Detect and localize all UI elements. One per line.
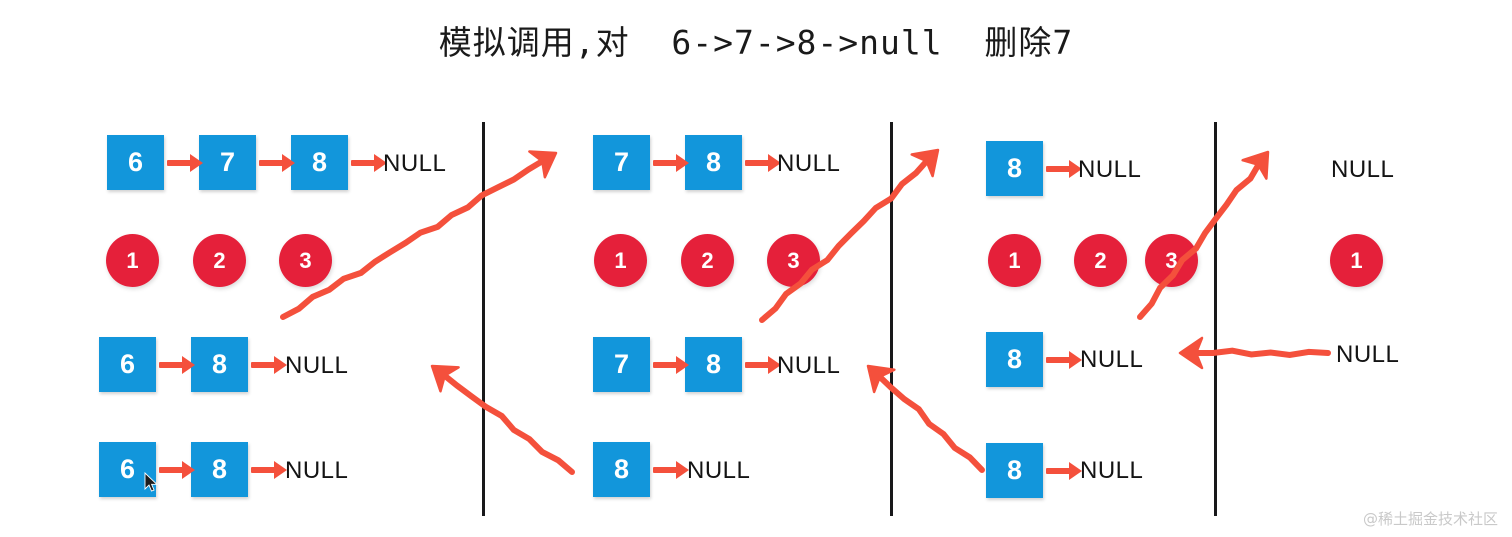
step-circle: 3 — [1145, 234, 1198, 287]
link-arrow — [351, 154, 387, 172]
null-label: NULL — [777, 352, 841, 379]
annotation-arrow-2 — [430, 364, 575, 475]
step-circle: 3 — [279, 234, 332, 287]
link-arrow-shaft — [167, 160, 192, 166]
link-arrow-shaft — [745, 362, 770, 368]
divider-1 — [482, 122, 485, 516]
step-circle: 2 — [1074, 234, 1127, 287]
null-label: NULL — [687, 457, 751, 484]
annotation-arrow-5 — [1137, 150, 1270, 320]
link-arrow-shaft — [159, 362, 184, 368]
node-box: 8 — [685, 337, 742, 392]
link-arrow — [251, 461, 287, 479]
node-box: 8 — [986, 332, 1043, 387]
link-arrow — [745, 154, 781, 172]
null-label: NULL — [383, 150, 447, 177]
null-label: NULL — [1080, 346, 1144, 373]
page-title: 模拟调用,对 6->7->8->null 删除7 — [438, 23, 1074, 62]
link-arrow-shaft — [653, 362, 678, 368]
node-box: 8 — [291, 135, 348, 190]
link-arrow — [259, 154, 295, 172]
null-label: NULL — [1331, 156, 1395, 183]
annotation-arrow-head — [430, 364, 460, 393]
node-box: 7 — [593, 135, 650, 190]
null-label: NULL — [1078, 156, 1142, 183]
link-arrow — [653, 461, 689, 479]
node-box: 8 — [986, 141, 1043, 196]
node-box: 8 — [191, 442, 248, 497]
node-box: 7 — [199, 135, 256, 190]
link-arrow-shaft — [159, 467, 184, 473]
link-arrow-shaft — [653, 467, 678, 473]
link-arrow — [1046, 351, 1082, 369]
null-label: NULL — [1080, 457, 1144, 484]
link-arrow-shaft — [745, 160, 770, 166]
link-arrow-shaft — [653, 160, 678, 166]
step-circle: 1 — [1330, 234, 1383, 287]
link-arrow-shaft — [1046, 357, 1071, 363]
node-box: 6 — [99, 337, 156, 392]
link-arrow-shaft — [251, 467, 276, 473]
null-label: NULL — [1336, 341, 1400, 368]
step-circle: 2 — [681, 234, 734, 287]
link-arrow — [159, 356, 195, 374]
annotation-arrow-6 — [1178, 336, 1331, 370]
annotation-arrow-4 — [866, 364, 985, 473]
watermark: @稀土掘金技术社区 — [1362, 510, 1498, 528]
node-box: 7 — [593, 337, 650, 392]
step-circle: 1 — [106, 234, 159, 287]
annotation-arrow-head — [528, 150, 558, 179]
annotation-arrow-shaft — [440, 371, 575, 475]
link-arrow-shaft — [1046, 166, 1071, 172]
link-arrow — [1046, 462, 1082, 480]
node-box: 8 — [986, 443, 1043, 498]
step-circle: 3 — [767, 234, 820, 287]
null-label: NULL — [285, 352, 349, 379]
annotation-arrow-head — [1241, 150, 1270, 180]
link-arrow — [251, 356, 287, 374]
node-box: 6 — [107, 135, 164, 190]
annotation-arrow-shaft — [875, 372, 985, 473]
null-label: NULL — [285, 457, 349, 484]
null-label: NULL — [777, 150, 841, 177]
step-circle: 2 — [193, 234, 246, 287]
link-arrow — [653, 356, 689, 374]
step-circle: 1 — [988, 234, 1041, 287]
divider-3 — [1214, 122, 1217, 516]
link-arrow — [167, 154, 203, 172]
link-arrow-shaft — [259, 160, 284, 166]
divider-2 — [890, 122, 893, 516]
step-circle: 1 — [594, 234, 647, 287]
link-arrow — [159, 461, 195, 479]
node-box: 8 — [191, 337, 248, 392]
link-arrow-shaft — [251, 362, 276, 368]
link-arrow — [1046, 160, 1082, 178]
link-arrow — [745, 356, 781, 374]
link-arrow-shaft — [351, 160, 376, 166]
annotation-arrow-head — [910, 148, 940, 178]
link-arrow — [653, 154, 689, 172]
link-arrow-shaft — [1046, 468, 1071, 474]
annotation-arrow-head — [1178, 336, 1204, 370]
node-box: 8 — [685, 135, 742, 190]
node-box: 8 — [593, 442, 650, 497]
mouse-cursor — [144, 472, 158, 492]
